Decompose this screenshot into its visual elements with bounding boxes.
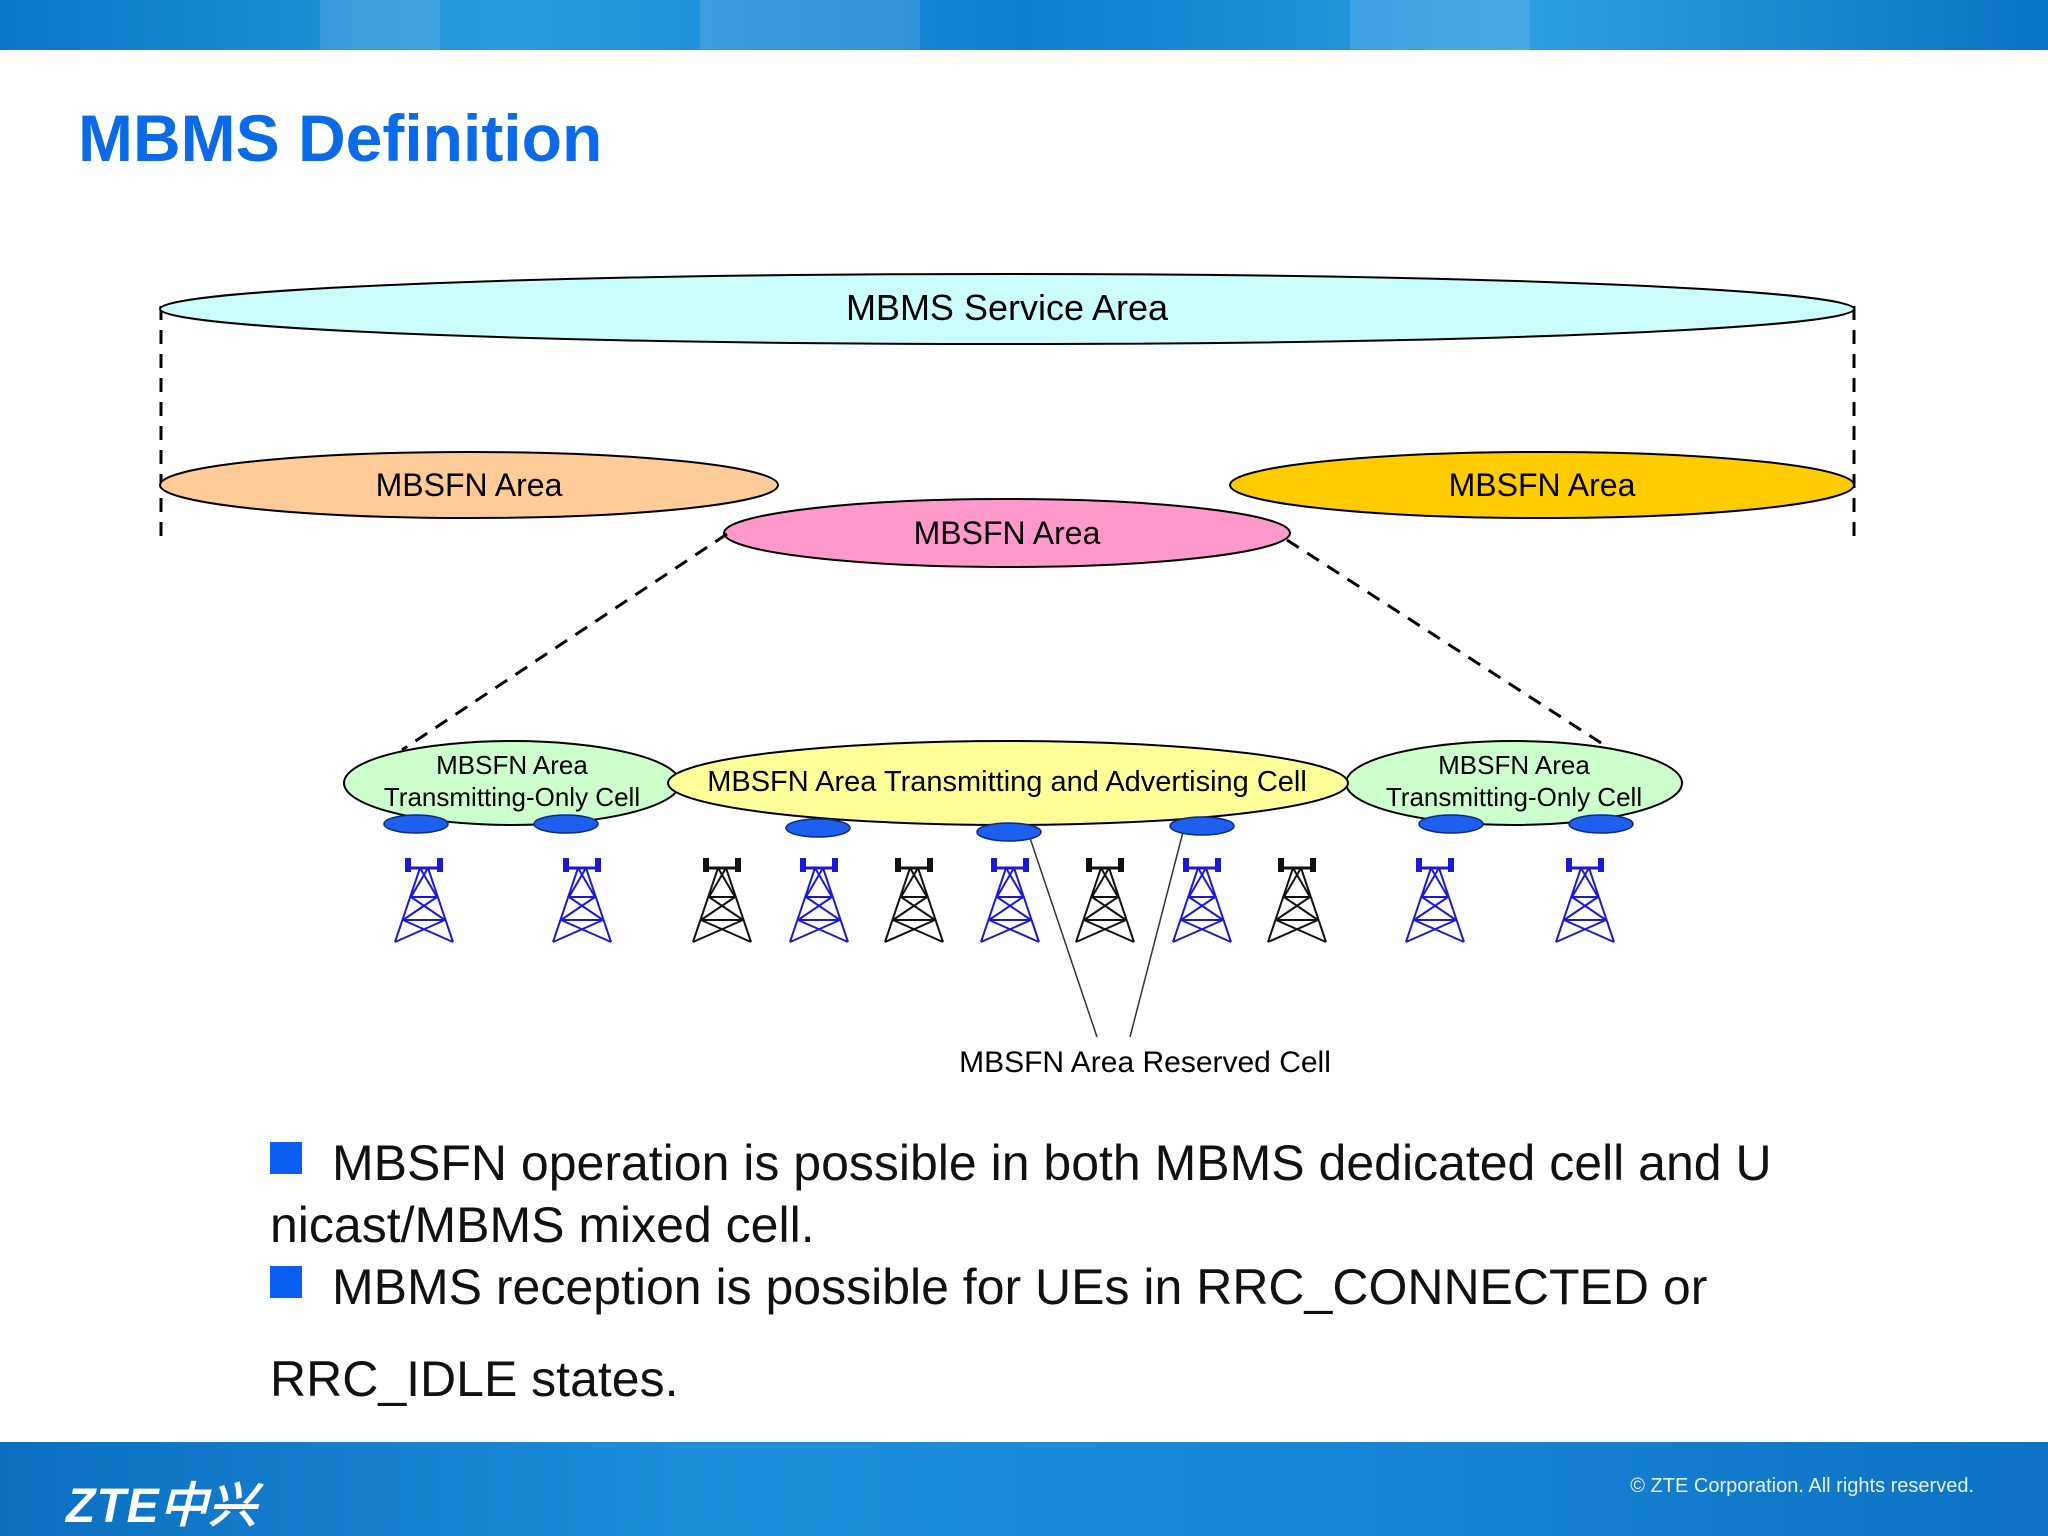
transmitting-only-right-line1: MBSFN Area <box>1438 750 1590 780</box>
zte-logo: ZTE中兴 <box>66 1480 258 1533</box>
towers <box>394 858 1615 943</box>
header-tile <box>700 0 920 50</box>
mbsfn-area-right <box>1229 451 1855 519</box>
reserved-cell-label: MBSFN Area Reserved Cell <box>959 1046 1331 1079</box>
cell-tower-icon <box>884 858 944 943</box>
mbms-diagram: MBMS Service Area MBSFN Area MBSFN Area … <box>159 273 1856 1079</box>
bullet-item: MBSFN operation is possible in both MBMS… <box>270 1132 1830 1256</box>
cell-oval-icon <box>1418 814 1484 834</box>
cell-oval-icon <box>1169 816 1235 836</box>
cell-tower-icon <box>1555 858 1615 943</box>
mbsfn-area-center <box>723 498 1291 568</box>
cell-oval-icon <box>533 814 599 834</box>
cell-oval-icon <box>976 822 1042 842</box>
cell-tower-icon <box>1172 858 1232 943</box>
cell-tower-icon <box>1405 858 1465 943</box>
cell-tower-icon <box>692 858 752 943</box>
transmitting-only-left-line1: MBSFN Area <box>436 750 588 780</box>
bullet-text: MBSFN operation is possible in both MBMS… <box>270 1135 1772 1253</box>
cell-oval-icon <box>383 814 449 834</box>
reserved-pointer-line <box>1129 831 1184 1038</box>
page-title: MBMS Definition <box>78 101 603 175</box>
bullet-list: MBSFN operation is possible in both MBMS… <box>270 1132 1830 1410</box>
cell-ovals <box>383 814 1634 842</box>
cell-oval-icon <box>1568 814 1634 834</box>
transmitting-only-right-line2: Transmitting-Only Cell <box>1386 782 1642 812</box>
header-tile <box>1350 0 1530 50</box>
cell-tower-icon <box>789 858 849 943</box>
cell-tower-icon <box>552 858 612 943</box>
bullet-square-icon <box>270 1142 302 1174</box>
mbms-service-area <box>159 273 1855 345</box>
mbsfn-area-left <box>159 451 779 519</box>
header-tile <box>320 0 440 50</box>
bullet-item: MBMS reception is possible for UEs in RR… <box>270 1256 1830 1410</box>
cell-oval-icon <box>785 818 851 838</box>
copyright-text: © ZTE Corporation. All rights reserved. <box>1630 1475 1974 1497</box>
bullet-square-icon <box>270 1266 302 1298</box>
cell-tower-icon <box>394 858 454 943</box>
cell-tower-icon <box>1075 858 1135 943</box>
reserved-pointer-line <box>1029 837 1098 1038</box>
header-band <box>0 0 2048 50</box>
bullet-text-tail: RRC_IDLE states. <box>270 1351 679 1407</box>
footer-band <box>0 1442 2048 1536</box>
zoom-dash-right <box>1286 538 1613 752</box>
transmitting-only-left-line2: Transmitting-Only Cell <box>384 782 640 812</box>
zoom-dash-left <box>401 532 728 752</box>
mbsfn-area-right-label: MBSFN Area <box>1449 467 1636 503</box>
transmitting-advertising-label: MBSFN Area Transmitting and Advertising … <box>707 766 1307 798</box>
mbsfn-area-left-label: MBSFN Area <box>376 467 563 503</box>
cell-tower-icon <box>980 858 1040 943</box>
service-area-label: MBMS Service Area <box>846 287 1169 328</box>
bullet-text: MBMS reception is possible for UEs in RR… <box>332 1259 1708 1315</box>
mbsfn-area-center-label: MBSFN Area <box>914 515 1101 551</box>
cell-tower-icon <box>1267 858 1327 943</box>
